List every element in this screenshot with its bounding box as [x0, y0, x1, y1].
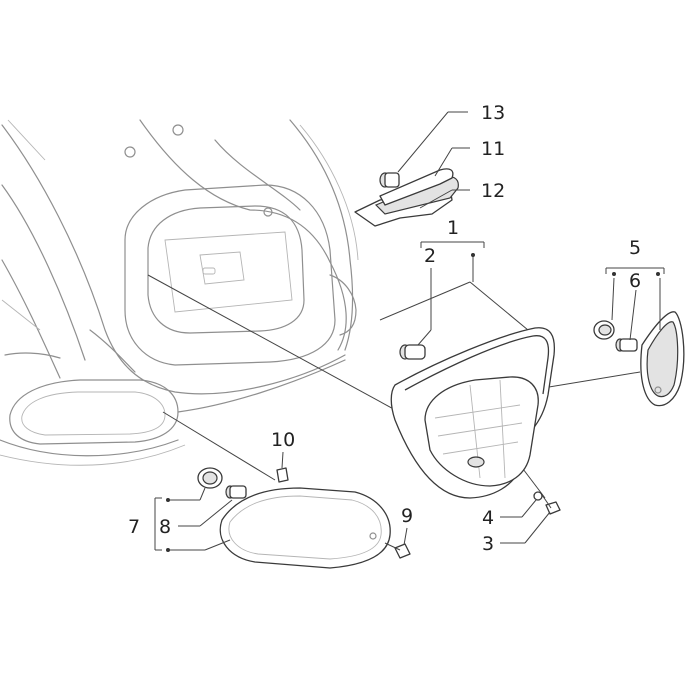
washer-4 — [533, 491, 543, 501]
clip-10 — [276, 467, 289, 483]
turn-signal-unit — [593, 311, 685, 407]
callout-7: 7 — [128, 516, 140, 538]
grommet-7 — [197, 467, 223, 489]
bulb-6 — [615, 338, 638, 352]
callout-leaders — [154, 111, 665, 551]
grommet-5 — [593, 320, 615, 340]
callout-13: 13 — [481, 102, 505, 124]
scooter-rear-body — [0, 119, 359, 466]
bulb-8 — [225, 485, 247, 499]
callout-5: 5 — [629, 237, 641, 259]
callout-dots — [166, 253, 660, 552]
callout-8: 8 — [159, 516, 171, 538]
lower-light-unit — [197, 467, 411, 569]
callout-4: 4 — [482, 507, 494, 529]
license-plate-light — [354, 168, 459, 227]
tail-light-unit — [390, 327, 561, 515]
callout-9: 9 — [401, 505, 413, 527]
bulb-13 — [379, 172, 400, 188]
screw-9 — [384, 542, 411, 559]
callout-2: 2 — [424, 245, 436, 267]
callout-11: 11 — [481, 138, 505, 160]
callout-6: 6 — [629, 270, 641, 292]
callout-12: 12 — [481, 180, 505, 202]
callout-labels: 13 11 12 1 2 5 6 7 8 9 10 4 3 — [128, 102, 641, 555]
callout-3: 3 — [482, 533, 494, 555]
callout-10: 10 — [271, 429, 295, 451]
callout-1: 1 — [447, 217, 459, 239]
bulb-2 — [399, 344, 426, 360]
